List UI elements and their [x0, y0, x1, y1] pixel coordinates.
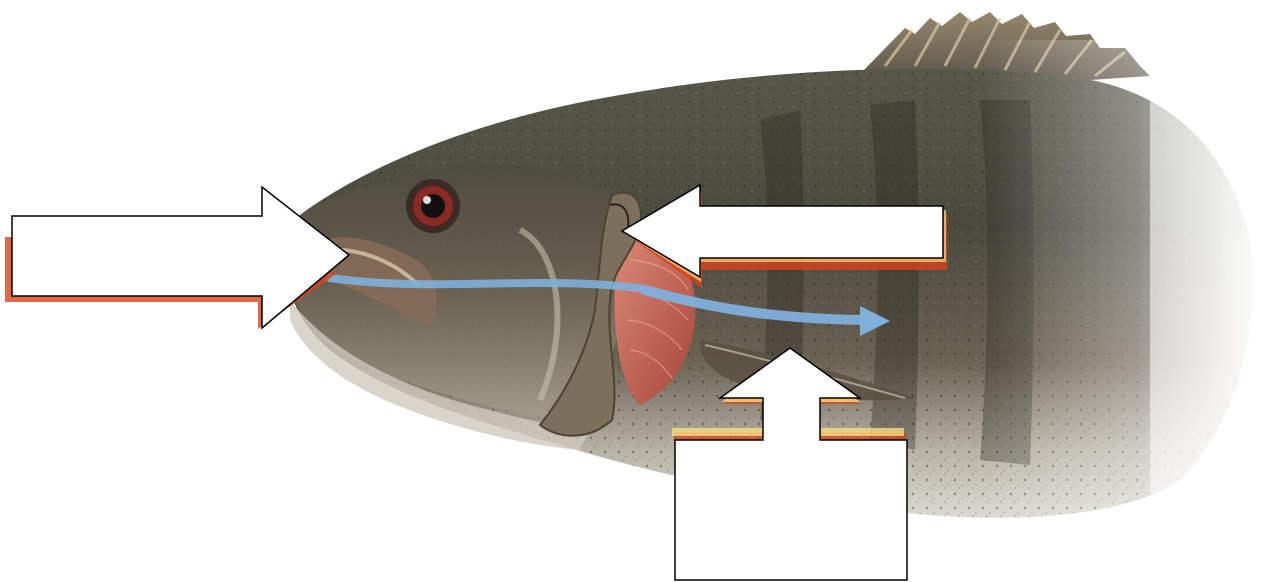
eye-icon [406, 179, 460, 233]
